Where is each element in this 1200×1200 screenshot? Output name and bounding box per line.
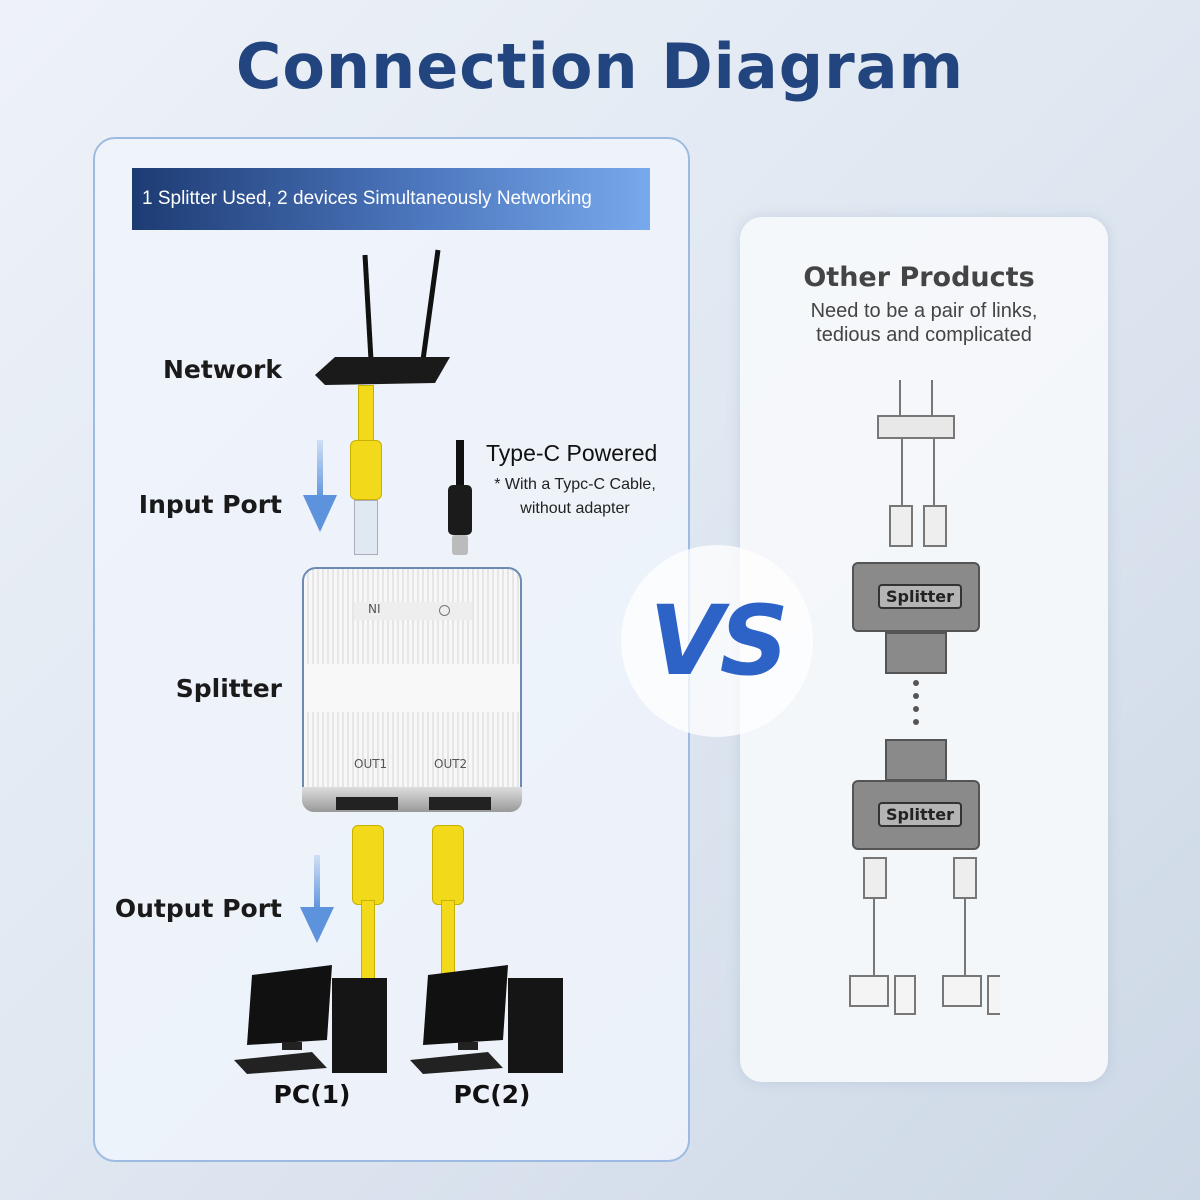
vs-text: VS <box>649 585 788 697</box>
other-products-title: Other Products <box>803 262 1035 293</box>
arrow-down-icon <box>300 855 334 943</box>
input-cable-connector <box>350 440 382 500</box>
label-splitter: Splitter <box>175 674 282 703</box>
device-label-strip <box>306 664 520 712</box>
port-in-label: NI <box>354 602 472 620</box>
other-products-diagram <box>849 380 1000 1015</box>
label-input-port: Input Port <box>138 490 282 519</box>
pc-2-label: PC(2) <box>453 1080 531 1109</box>
power-title: Type-C Powered <box>486 440 658 466</box>
out1-port <box>336 797 398 810</box>
arrow-down-icon <box>303 440 337 532</box>
other-products-subtitle-1: Need to be a pair of links, <box>810 300 1038 322</box>
router-icon <box>315 249 450 385</box>
power-note-1: * With a Typc-C Cable, <box>494 476 656 493</box>
pc-1-label: PC(1) <box>273 1080 351 1109</box>
pc-1-icon <box>234 965 387 1074</box>
splitter-device: NI OUT1 OUT2 <box>302 567 522 812</box>
label-network: Network <box>162 355 282 384</box>
output-cable-2 <box>432 825 464 905</box>
output-cable-1 <box>352 825 384 905</box>
page-title: Connection Diagram <box>235 30 965 103</box>
splitter-top: Splitter <box>852 562 980 632</box>
type-c-cable-icon <box>448 440 472 555</box>
splitter-bottom: Splitter <box>852 780 980 850</box>
splitter-top-label: Splitter <box>878 584 962 609</box>
banner: 1 Splitter Used, 2 devices Simultaneousl… <box>132 168 650 230</box>
out2-label: OUT2 <box>434 757 468 771</box>
pc-2-icon <box>410 965 563 1074</box>
splitter-bottom-label: Splitter <box>878 802 962 827</box>
out2-port <box>429 797 491 810</box>
label-output-port: Output Port <box>114 894 282 923</box>
power-note-2: without adapter <box>520 500 630 517</box>
power-icon <box>439 605 450 616</box>
other-products-subtitle-2: tedious and complicated <box>816 324 1032 346</box>
network-cable <box>358 385 374 445</box>
vs-badge <box>621 545 813 737</box>
rj45-plug <box>354 500 378 555</box>
out1-label: OUT1 <box>354 757 388 771</box>
